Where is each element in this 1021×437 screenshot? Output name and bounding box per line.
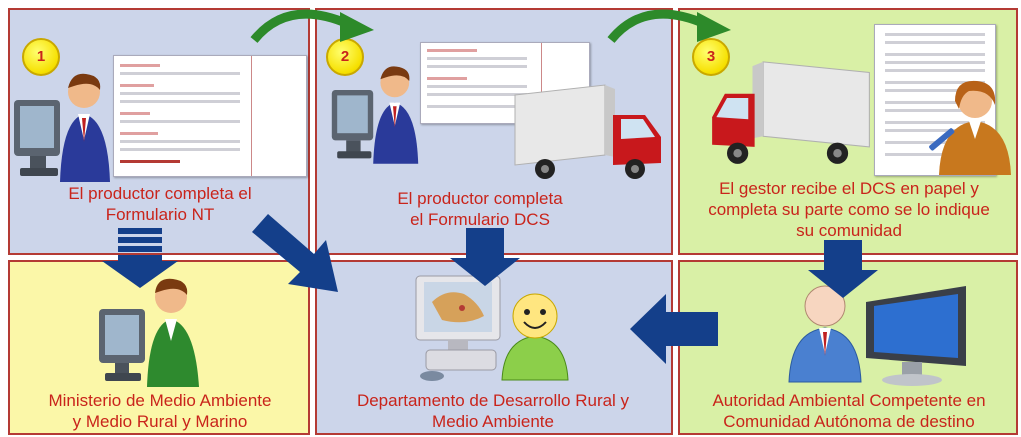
down-arrow-step-2-to-departamento (450, 228, 520, 286)
computer-user-icon (331, 66, 419, 164)
curved-arrow-step-1-to-2 (250, 9, 374, 43)
computer-user-icon (99, 278, 199, 387)
truck-icon (514, 84, 661, 179)
gestor-person-icon (929, 80, 1011, 175)
ministerio-caption: Ministerio de Medio Ambiente y Medio Rur… (48, 391, 272, 431)
left-arrow-autoridad-to-departamento (630, 294, 718, 364)
step-2-badge: 2 (326, 38, 364, 76)
smiling-person-icon (501, 293, 569, 381)
departamento-caption: Departamento de Desarrollo Rural y Medio… (356, 391, 630, 431)
step-3-caption: El gestor recibe el DCS en papel y compl… (708, 179, 990, 240)
down-arrow-step-3-to-autoridad (808, 240, 878, 298)
step-3-badge: 3 (692, 38, 730, 76)
formulario-nt-screenshot (113, 55, 307, 177)
diagonal-arrow-step-1-to-departamento (252, 214, 338, 292)
autoridad-caption: Autoridad Ambiental Competente en Comuni… (712, 391, 986, 431)
truck-icon (712, 61, 870, 164)
down-arrow-step-1-to-ministerio (102, 228, 178, 288)
step-2-caption: El productor completa el Formulario DCS (397, 189, 563, 229)
official-person-icon (788, 285, 862, 383)
monitor-icon (866, 286, 966, 386)
step-1-caption: El productor completa el Formulario NT (68, 184, 252, 224)
step-1-badge: 1 (22, 38, 60, 76)
curved-arrow-step-2-to-3 (607, 9, 731, 43)
computer-with-map-icon (415, 275, 501, 381)
computer-user-icon (14, 73, 110, 182)
